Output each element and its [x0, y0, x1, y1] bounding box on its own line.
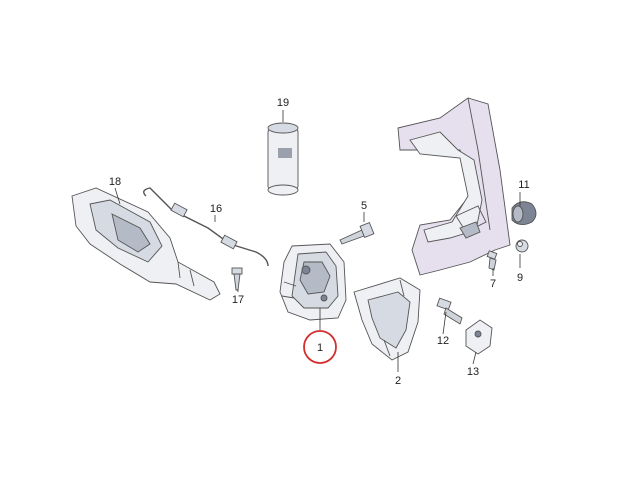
label-part-12: 12 — [437, 335, 449, 347]
part-18-interior-handle — [71, 187, 221, 301]
label-part-1: 1 — [317, 342, 323, 354]
car-body-frame — [397, 97, 511, 276]
label-part-19: 19 — [277, 97, 289, 109]
part-5-screw — [339, 221, 375, 245]
part-12-striker-bolt — [436, 297, 463, 325]
part-16-release-cable — [143, 187, 269, 267]
label-part-2: 2 — [395, 375, 401, 387]
label-part-16: 16 — [210, 203, 222, 215]
part-1-door-lock — [279, 243, 347, 321]
label-part-13: 13 — [467, 366, 479, 378]
highlight-circle — [303, 330, 337, 364]
part-9-plug — [515, 239, 529, 253]
part-11-rubber-cap — [511, 201, 537, 225]
leader-lines — [114, 110, 521, 372]
label-part-7: 7 — [490, 278, 496, 290]
label-part-5: 5 — [361, 200, 367, 212]
part-17-bolt — [231, 267, 243, 291]
label-part-11: 11 — [518, 179, 529, 191]
part-19-grease-tube — [267, 122, 299, 196]
part-labels: 19 18 16 5 17 1 2 11 9 7 12 13 — [109, 97, 530, 387]
part-13-striker-plate — [465, 319, 493, 355]
part-2-bracket — [353, 277, 421, 361]
label-part-18: 18 — [109, 176, 121, 188]
part-7-small-bolt — [486, 250, 498, 271]
label-part-17: 17 — [232, 294, 244, 306]
label-part-9: 9 — [517, 272, 523, 284]
